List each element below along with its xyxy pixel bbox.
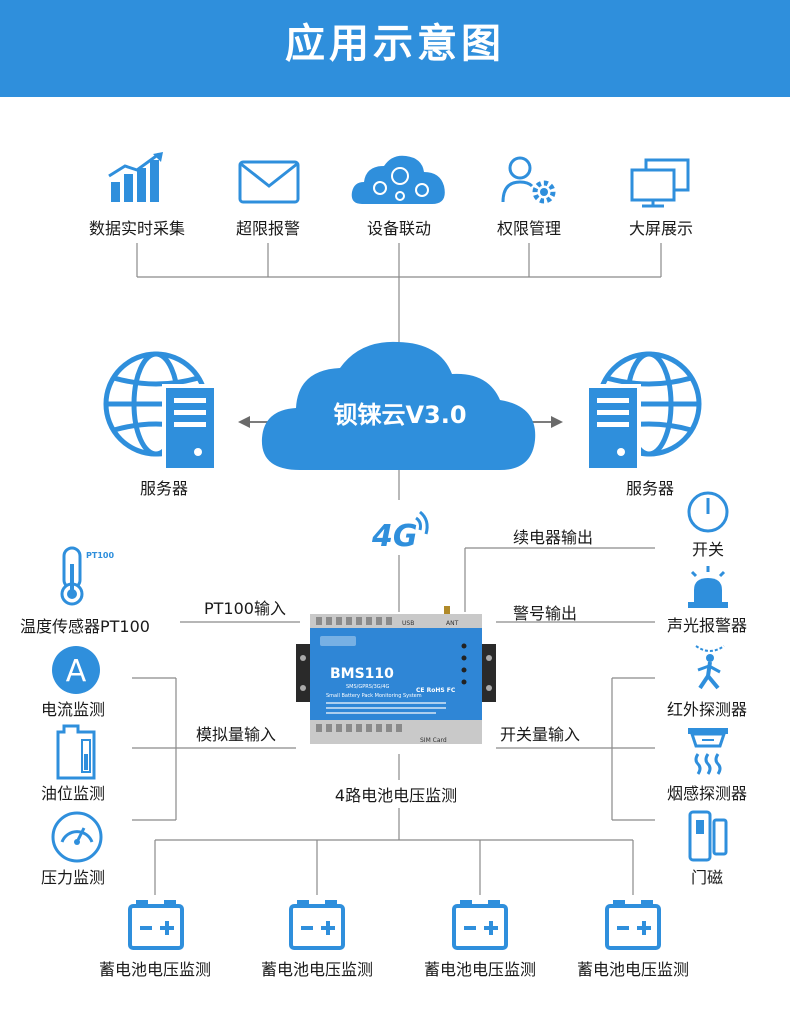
usb-label: USB <box>402 620 414 627</box>
pressure-gauge-icon <box>50 810 104 868</box>
output-label: 开关 <box>691 540 725 559</box>
pt100-input-label: PT100输入 <box>204 599 286 618</box>
server-globe-icon <box>100 348 230 482</box>
battery-voltage-label: 4路电池电压监测 <box>334 786 458 805</box>
input-label: 电流监测 <box>41 700 106 719</box>
envelope-icon <box>238 160 300 208</box>
cert-marks: CE RoHS FC <box>416 687 456 694</box>
battery-label: 蓄电池电压监测 <box>98 960 212 979</box>
output-label: 门磁 <box>690 868 724 887</box>
battery-label: 蓄电池电压监测 <box>423 960 537 979</box>
input-label: 油位监测 <box>41 784 106 803</box>
switch-input-label: 开关量输入 <box>500 725 581 744</box>
bms110-device: USB ANT SIM Card BMS110 SMS/GPRS/3G/4G S… <box>296 606 496 754</box>
dual-monitor-icon <box>630 158 692 212</box>
feature-label: 权限管理 <box>496 219 562 238</box>
input-label: 压力监测 <box>41 868 106 887</box>
pt100-tag: PT100 <box>86 551 114 560</box>
output-label: 声光报警器 <box>666 616 748 635</box>
infrared-detector-icon <box>688 642 732 696</box>
output-label: 烟感探测器 <box>666 784 748 803</box>
thermometer-icon: PT100 <box>56 544 120 612</box>
ammeter-letter: A <box>66 654 87 689</box>
alarm-output-label: 警号输出 <box>513 604 578 623</box>
oil-tank-icon <box>54 724 98 784</box>
feature-label: 大屏展示 <box>628 219 694 238</box>
cloud-shape <box>261 341 536 470</box>
input-label: 温度传感器PT100 <box>20 617 150 636</box>
bar-chart-rising-icon <box>107 152 167 208</box>
feature-label: 设备联动 <box>366 219 432 238</box>
battery-label: 蓄电池电压监测 <box>260 960 374 979</box>
gear-cloud-icon <box>350 152 450 210</box>
sim-label: SIM Card <box>420 737 447 744</box>
ammeter-icon: A <box>50 644 102 700</box>
alarm-siren-icon <box>684 566 732 614</box>
server-label: 服务器 <box>625 479 675 498</box>
analog-input-label: 模拟量输入 <box>196 725 277 744</box>
power-button-icon <box>686 490 730 538</box>
relay-output-label: 续电器输出 <box>513 528 594 547</box>
user-gear-icon <box>500 156 560 210</box>
smoke-detector-icon <box>684 726 732 782</box>
device-name: Small Battery Pack Monitoring System <box>326 693 422 699</box>
device-subtitle: SMS/GPRS/3G/4G <box>346 684 389 690</box>
page-title: 应用示意图 <box>285 21 505 67</box>
output-label: 红外探测器 <box>666 700 748 719</box>
server-label: 服务器 <box>139 479 189 498</box>
battery-icon <box>452 898 508 954</box>
cloud-label: 钡铼云V3.0 <box>333 401 467 429</box>
battery-icon <box>289 898 345 954</box>
door-magnet-icon <box>688 810 728 866</box>
ant-label: ANT <box>446 620 459 627</box>
title-banner: 应用示意图 <box>0 0 790 97</box>
battery-label: 蓄电池电压监测 <box>576 960 690 979</box>
battery-icon <box>128 898 184 954</box>
4g-text: 4G <box>372 519 418 552</box>
server-globe-icon <box>575 348 705 482</box>
feature-label: 数据实时采集 <box>88 219 186 238</box>
4g-signal-icon: 4G <box>371 508 436 556</box>
battery-icon <box>605 898 661 954</box>
device-model: BMS110 <box>330 666 394 682</box>
feature-label: 超限报警 <box>235 219 301 238</box>
